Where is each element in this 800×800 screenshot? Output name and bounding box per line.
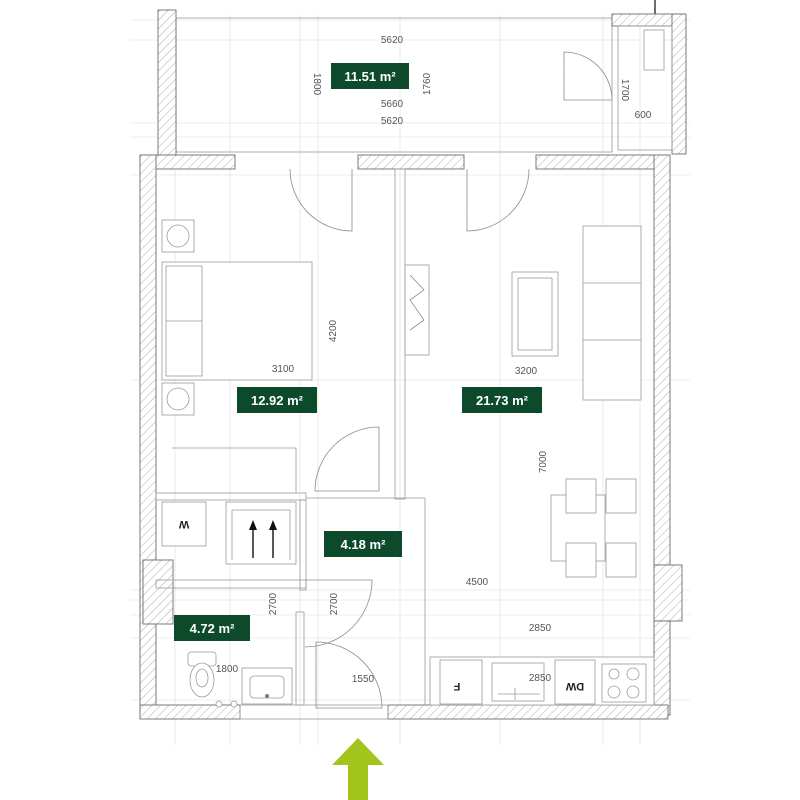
dishwasher [554,659,596,705]
chair [605,542,637,578]
room-label-bedroom: 12.92 m² [237,387,317,413]
dim-corridor-right: 2700 [329,592,340,615]
wardrobe-arrows-icon [249,520,277,558]
sink-icon [241,667,293,705]
dim-entry-width: 1550 [352,674,375,685]
utility-area [161,501,297,565]
entrance-arrow-icon [332,738,384,800]
lamp-icon [166,387,190,411]
dim-balcony-width-mid: 5660 [381,99,404,110]
dim-living-height: 7000 [538,450,549,473]
dim-side-niche-width: 600 [635,110,652,121]
dim-side-niche-height: 1700 [619,79,630,102]
dim-balcony-width-top: 5620 [381,35,404,46]
dim-hall-width: 4500 [466,577,489,588]
dimension-labels: 5620 5660 5620 1800 1760 1700 600 3100 4… [216,35,652,685]
living-furniture [511,225,642,578]
stove-icon [601,663,647,703]
wardrobe [225,501,297,565]
lamp-icon [166,224,190,248]
toilet-icon [187,651,217,698]
dim-bedroom-width: 3100 [272,364,295,375]
balcony-storage [643,29,665,71]
dim-balcony-width-bottom: 5620 [381,116,404,127]
balcony [157,0,687,156]
fridge [439,659,483,705]
bedroom-balcony-door [289,168,353,232]
living-balcony-door [466,168,530,232]
dishwasher-label: DW [565,680,584,692]
dim-bathroom-width: 1800 [216,664,239,675]
room-label-balcony: 11.51 m² [331,63,409,89]
kitchen-sink [491,662,545,702]
washer [161,501,207,547]
area-bathroom: 4.72 m² [190,621,235,636]
chair [605,478,637,514]
bathroom-door [304,579,373,648]
area-hall: 4.18 m² [341,537,386,552]
sofa [582,225,642,401]
dim-living-width: 3200 [515,366,538,377]
dim-corridor-left: 2700 [268,592,279,615]
tv-icon [409,274,425,331]
exterior-walls [139,154,683,720]
chair [565,478,597,514]
doors [289,168,530,709]
area-bedroom: 12.92 m² [251,393,304,408]
bathroom-fixtures [187,651,293,708]
kitchen [429,656,655,706]
room-label-living: 21.73 m² [462,387,542,413]
entrance-door [315,641,383,709]
washer-label: W [178,518,189,530]
area-living: 21.73 m² [476,393,529,408]
bedroom-furniture [161,219,430,493]
fridge-label: F [453,680,460,692]
dim-balcony-height-right: 1760 [422,72,433,95]
dim-bedroom-height: 4200 [328,319,339,342]
chair [565,542,597,578]
dim-kitchen-width: 2850 [529,623,552,634]
room-label-hall: 4.18 m² [324,531,402,557]
dim-kitchen-counter: 2850 [529,673,552,684]
room-label-bathroom: 4.72 m² [174,615,250,641]
bedroom-door [314,426,380,492]
balcony-side-door [563,51,613,101]
area-balcony: 11.51 m² [344,69,396,84]
dim-balcony-height-left: 1800 [311,73,322,96]
